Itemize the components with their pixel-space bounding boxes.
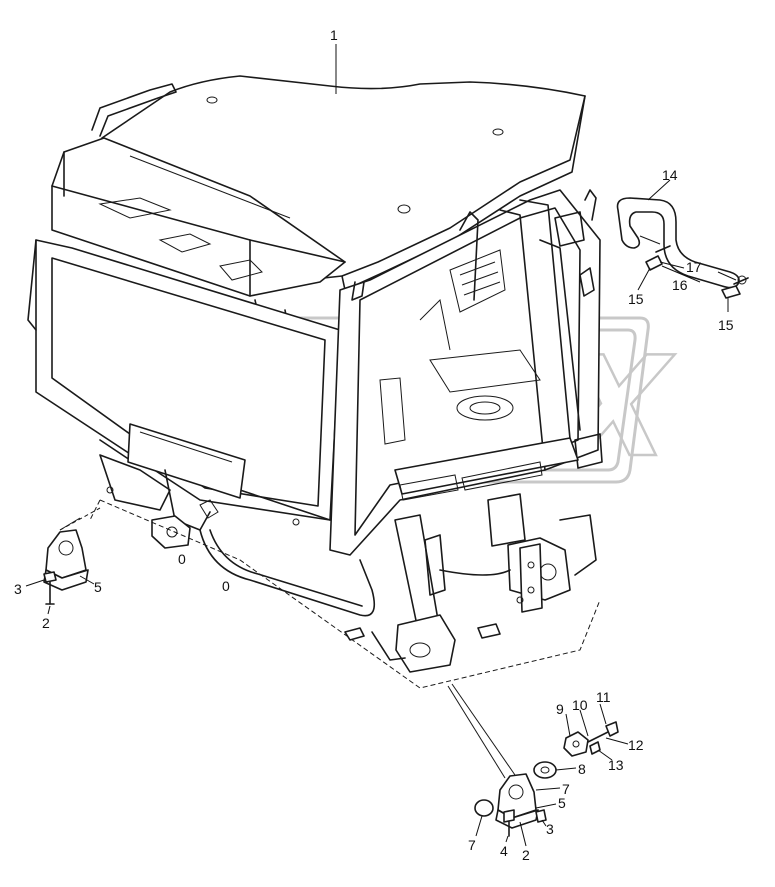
callout-label: 5: [558, 795, 566, 811]
callout-label: 5: [94, 579, 102, 595]
grab-handle-part: [616, 197, 749, 299]
callout-label: 9: [556, 701, 564, 717]
callout-label: 3: [14, 581, 22, 597]
callout-labels: 1 14 17 16 15 15 3 5 2 9 10 11 12 13 8 7…: [14, 27, 734, 863]
callout-label: 3: [546, 821, 554, 837]
callout-label: 15: [628, 291, 644, 307]
callout-label: 10: [572, 697, 588, 713]
callout-label: 13: [608, 757, 624, 773]
callout-label: 4: [500, 843, 508, 859]
callout-label: 14: [662, 167, 678, 183]
callout-label: 12: [628, 737, 644, 753]
right-mount-detail: [447, 683, 619, 837]
callout-label: 8: [578, 761, 586, 777]
callout-leaders: [25, 44, 737, 847]
small-mark: 0: [222, 578, 230, 594]
callout-label: 2: [42, 615, 50, 631]
left-mount-detail: [43, 529, 89, 605]
callout-label: 15: [718, 317, 734, 333]
callout-label: 7: [562, 781, 570, 797]
callout-label: 1: [330, 27, 338, 43]
callout-label: 16: [672, 277, 688, 293]
callout-label: 11: [596, 689, 611, 705]
callout-label: 2: [522, 847, 530, 863]
small-mark: 0: [178, 551, 186, 567]
callout-label: 17: [686, 259, 702, 275]
callout-label: 7: [468, 837, 476, 853]
cab-assembly: [27, 75, 603, 689]
